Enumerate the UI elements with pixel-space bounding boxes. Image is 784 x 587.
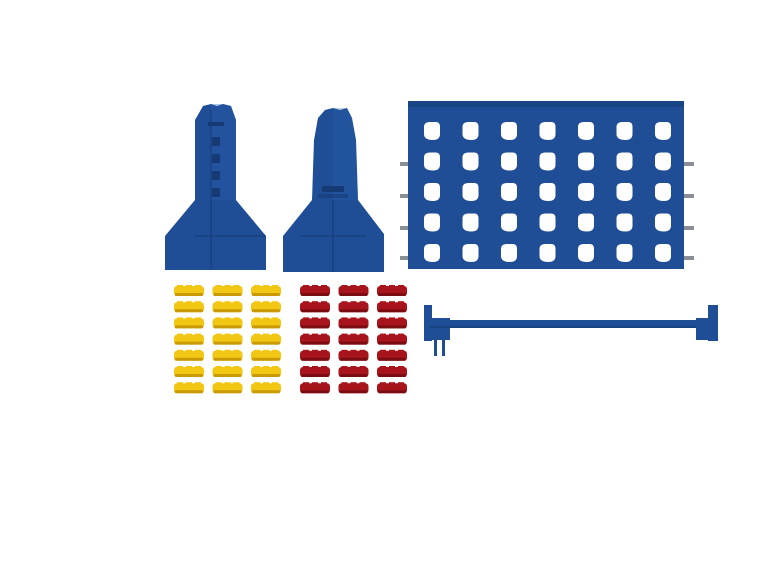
yellow-disc	[251, 301, 281, 313]
yellow-disc	[212, 366, 243, 377]
red-disc	[300, 301, 330, 313]
release-rail-icon	[424, 305, 718, 356]
grid-hole	[655, 122, 671, 140]
yellow-disc	[174, 366, 204, 377]
red-disc	[338, 285, 369, 296]
red-disc	[377, 301, 407, 313]
yellow-disc	[251, 366, 281, 377]
shuttle-support-icon	[283, 108, 384, 272]
grid-hole	[539, 244, 556, 262]
connect-four-grid-icon	[400, 101, 694, 269]
yellow-disc	[212, 333, 243, 345]
grid-hole	[539, 152, 556, 171]
grid-hole	[655, 213, 671, 232]
grid-hole	[578, 122, 594, 140]
grid-hole	[616, 122, 633, 140]
red-disc	[377, 366, 407, 377]
grid-hole	[539, 183, 556, 201]
support-window	[212, 188, 220, 197]
grid-hole	[424, 213, 440, 232]
red-disc	[300, 349, 330, 361]
support-window	[212, 171, 220, 180]
grid-hole	[424, 183, 440, 201]
grid-hole	[501, 122, 517, 140]
yellow-disc	[212, 301, 243, 313]
grid-hole	[616, 213, 633, 232]
grid-hole	[578, 183, 594, 201]
red-disc	[338, 349, 369, 361]
support-window	[212, 154, 220, 163]
grid-hole	[501, 152, 517, 171]
yellow-disc	[251, 333, 281, 345]
yellow-disc	[212, 382, 243, 394]
grid-hole	[578, 244, 594, 262]
yellow-disc	[174, 382, 204, 394]
yellow-disc	[174, 317, 204, 329]
grid-hole	[462, 213, 479, 232]
grid-hole	[578, 213, 594, 232]
grid-hole	[655, 183, 671, 201]
red-disc	[300, 382, 330, 394]
red-disc	[338, 366, 369, 377]
red-disc	[377, 349, 407, 361]
grid-hole	[424, 152, 440, 171]
grid-hole	[616, 183, 633, 201]
red-disc-icon	[300, 285, 407, 394]
grid-hole	[539, 213, 556, 232]
red-disc	[338, 333, 369, 345]
grid-hole	[539, 122, 556, 140]
red-disc	[377, 382, 407, 394]
support-window	[212, 137, 220, 146]
grid-hole	[501, 213, 517, 232]
yellow-disc-icon	[174, 285, 281, 394]
yellow-disc	[174, 349, 204, 361]
grid-hole	[501, 183, 517, 201]
grid-hole	[462, 152, 479, 171]
red-disc	[377, 333, 407, 345]
yellow-disc	[212, 317, 243, 329]
red-disc	[377, 285, 407, 296]
red-disc	[338, 382, 369, 394]
yellow-disc	[251, 382, 281, 394]
yellow-disc	[174, 285, 204, 296]
yellow-disc	[251, 349, 281, 361]
rocket-support-icon	[165, 104, 266, 270]
grid-hole	[501, 244, 517, 262]
grid-hole	[578, 152, 594, 171]
grid-hole	[655, 152, 671, 171]
red-disc	[300, 285, 330, 296]
grid-hole	[655, 244, 671, 262]
grid-hole	[616, 244, 633, 262]
red-disc	[300, 317, 330, 329]
red-disc	[338, 317, 369, 329]
yellow-disc	[212, 349, 243, 361]
red-disc	[377, 317, 407, 329]
yellow-disc	[174, 301, 204, 313]
grid-hole	[616, 152, 633, 171]
yellow-disc	[174, 333, 204, 345]
grid-hole	[462, 244, 479, 262]
grid-hole	[462, 122, 479, 140]
grid-hole	[424, 122, 440, 140]
grid-hole	[424, 244, 440, 262]
grid-hole	[462, 183, 479, 201]
yellow-disc	[251, 285, 281, 296]
yellow-disc	[212, 285, 243, 296]
red-disc	[300, 333, 330, 345]
yellow-disc	[251, 317, 281, 329]
red-disc	[300, 366, 330, 377]
red-disc	[338, 301, 369, 313]
